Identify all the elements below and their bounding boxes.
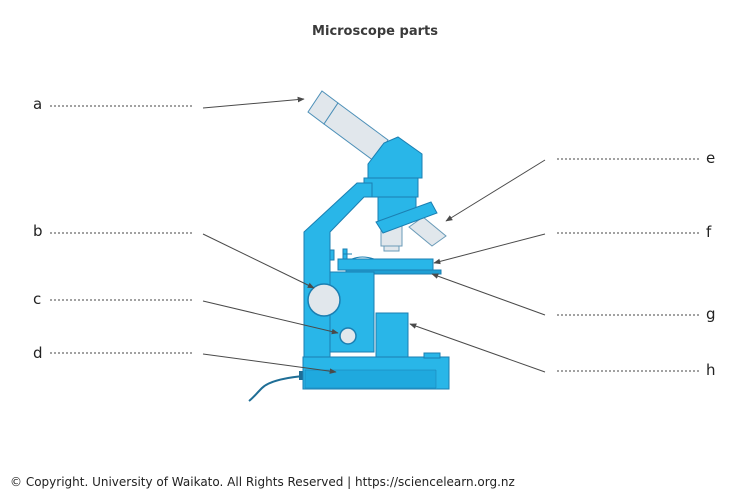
arrow-b bbox=[202, 233, 315, 289]
arrow-c bbox=[202, 300, 339, 335]
base-switch bbox=[423, 352, 441, 359]
arrow-f bbox=[433, 233, 546, 265]
eyepiece bbox=[307, 90, 389, 162]
base-front-face bbox=[304, 369, 437, 389]
copyright-notice: © Copyright. University of Waikato. All … bbox=[10, 475, 515, 489]
label-f: f bbox=[706, 223, 712, 241]
cord-plug bbox=[299, 371, 305, 380]
arrow-d bbox=[202, 353, 337, 374]
slide-mark bbox=[351, 256, 375, 260]
label-e: e bbox=[706, 149, 716, 167]
power-cord bbox=[248, 375, 304, 402]
label-c: c bbox=[33, 290, 42, 308]
label-g: g bbox=[706, 305, 716, 323]
fine-focus-knob bbox=[339, 327, 357, 345]
label-d: d bbox=[33, 344, 43, 362]
stage-clips bbox=[329, 248, 352, 261]
label-b: b bbox=[33, 222, 43, 240]
light-source bbox=[375, 312, 409, 358]
coarse-focus-knob bbox=[307, 283, 341, 317]
diagram-title: Microscope parts bbox=[312, 24, 438, 39]
label-a: a bbox=[33, 95, 43, 113]
arrow-a bbox=[202, 96, 305, 109]
label-h: h bbox=[706, 361, 716, 379]
arrow-h bbox=[409, 323, 546, 373]
arrow-g bbox=[431, 273, 546, 316]
stage bbox=[337, 258, 434, 271]
arrow-e bbox=[445, 159, 546, 222]
objective-band bbox=[375, 201, 438, 234]
